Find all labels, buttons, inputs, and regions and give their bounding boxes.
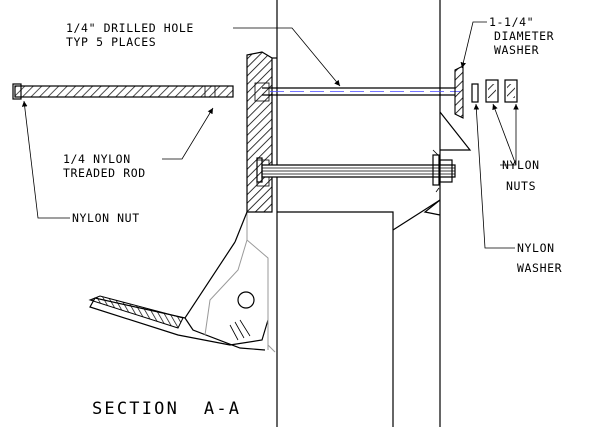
callout-threaded-rod: 1/4 NYLON TREADED ROD bbox=[63, 152, 146, 180]
drilled-hole-centerline bbox=[262, 87, 460, 96]
leader-lines bbox=[21, 21, 519, 249]
callout-nylon-nuts: NYLON NUTS bbox=[502, 158, 540, 193]
diameter-washer-line3: WASHER bbox=[494, 43, 539, 57]
drilled-hole-line1: 1/4" DRILLED HOLE bbox=[66, 21, 194, 35]
step-bracket bbox=[88, 211, 276, 353]
inner-block bbox=[277, 199, 441, 427]
pivot-pin bbox=[237, 291, 255, 309]
callout-nylon-nut: NYLON NUT bbox=[72, 211, 140, 225]
diameter-washer-line1: 1-1/4" bbox=[489, 15, 534, 29]
nylon-nuts-line2: NUTS bbox=[506, 179, 536, 193]
vertical-post bbox=[276, 0, 472, 427]
nylon-washer-line1: NYLON bbox=[517, 241, 555, 255]
nylon-washer-line2: WASHER bbox=[517, 261, 562, 275]
threaded-rod-line2: TREADED ROD bbox=[63, 166, 146, 180]
callout-diameter-washer: 1-1/4" DIAMETER WASHER bbox=[489, 15, 554, 57]
through-bolt bbox=[256, 149, 456, 193]
nylon-threaded-rod bbox=[12, 83, 234, 100]
threaded-rod-line1: 1/4 NYLON bbox=[63, 152, 131, 166]
callout-drilled-hole: 1/4" DRILLED HOLE TYP 5 PLACES bbox=[66, 21, 194, 49]
diameter-washer-line2: DIAMETER bbox=[494, 29, 554, 43]
callout-nylon-washer: NYLON WASHER bbox=[517, 241, 562, 275]
mounting-plate bbox=[246, 51, 277, 213]
exploded-hardware bbox=[454, 65, 518, 119]
nylon-nut-line1: NYLON NUT bbox=[72, 211, 140, 225]
nylon-nuts-line1: NYLON bbox=[502, 158, 540, 172]
drilled-hole-line2: TYP 5 PLACES bbox=[66, 35, 156, 49]
section-title: SECTION A-A bbox=[92, 399, 241, 419]
